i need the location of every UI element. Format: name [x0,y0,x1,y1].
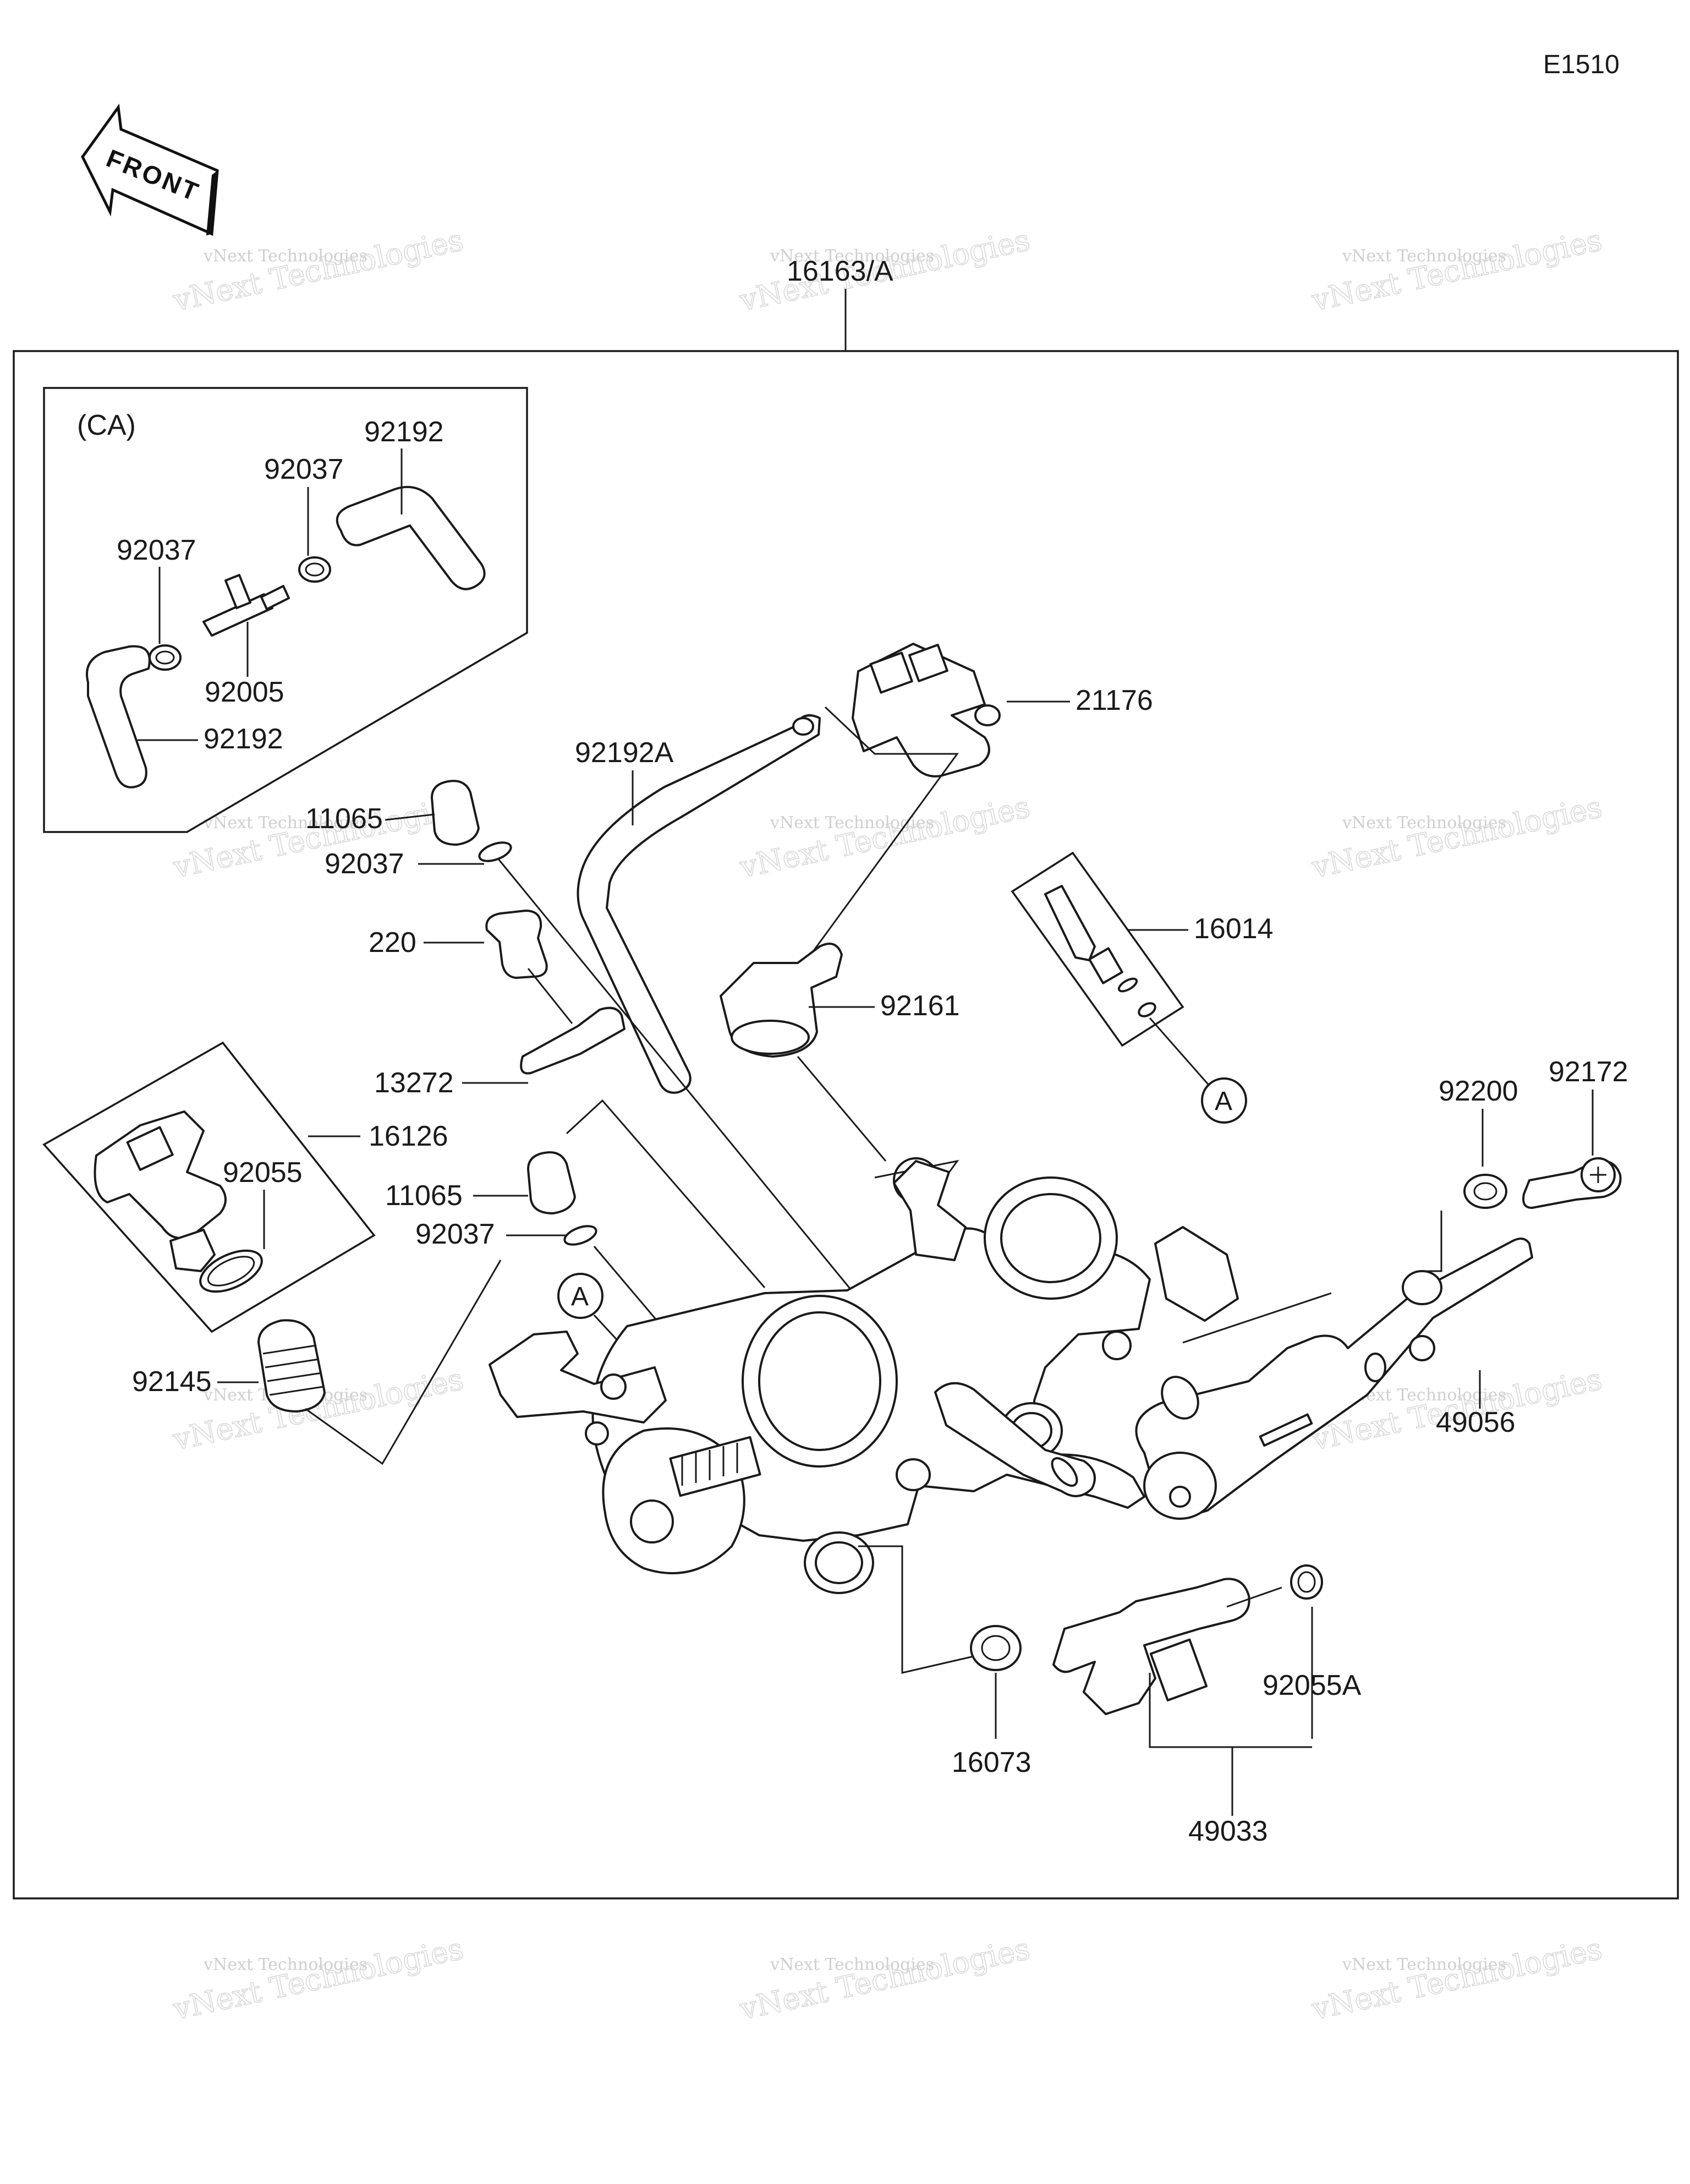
leader-line [527,968,573,1024]
seal-16073 [970,1625,1022,1671]
leader-line [1182,1292,1332,1344]
callout-16126[interactable]: 16126 [369,1120,448,1152]
diagram-code: E1510 [1543,50,1620,79]
callout-49056[interactable]: 49056 [1436,1406,1516,1438]
watermark-text: vNext Technologies [1342,247,1506,266]
bracket-13272 [520,1006,625,1075]
callout-11065-top[interactable]: 11065 [305,803,383,835]
ref-marker-a-label: A [571,1282,589,1311]
watermark-text: vNext Technologies [203,247,367,266]
fuel-pipe [1135,1238,1533,1520]
callout-92055[interactable]: 92055 [223,1157,303,1189]
watermark-text: vNext Technologies [1309,223,1605,318]
ca-clip-lower [149,644,182,671]
callout-92192-top[interactable]: 92192 [364,416,444,448]
callout-92200[interactable]: 92200 [1439,1075,1518,1107]
watermark-text: vNext Technologies [1342,1955,1506,1974]
callout-16073[interactable]: 16073 [952,1747,1031,1778]
watermark-text: vNext Technologies [737,790,1033,885]
callout-92192-bottom[interactable]: 92192 [204,723,283,755]
ca-variant-box [43,387,528,833]
callout-16163a[interactable]: 16163/A [787,255,893,287]
callout-92037-a[interactable]: 92037 [264,453,344,485]
cap-11065-top [431,780,480,846]
variant-label[interactable]: (CA) [77,409,136,441]
callout-220[interactable]: 220 [369,927,416,959]
callout-92172[interactable]: 92172 [1549,1056,1628,1088]
callout-92055a[interactable]: 92055A [1263,1670,1362,1701]
watermark-text: vNext Technologies [737,1931,1033,2027]
watermark-text: vNext Technologies [1342,813,1506,833]
leader-line [1149,1017,1211,1087]
callout-92037-b[interactable]: 92037 [117,534,196,566]
callout-92161[interactable]: 92161 [880,990,960,1022]
leader-line [497,858,859,1299]
leader-line [1226,1586,1282,1608]
watermark-text: vNext Technologies [203,1955,367,1974]
leader-line [385,813,435,821]
screw-220 [485,910,548,979]
watermark-text: vNext Technologies [203,813,367,833]
throttle-sensor [94,1110,263,1293]
ref-marker-a [557,1273,603,1319]
watermark-text: vNext Technologies [1309,790,1605,885]
leader-line [305,1260,502,1465]
pressure-regulator [1044,885,1156,1017]
leader-line [1419,1211,1442,1272]
leader-line [566,1099,766,1288]
watermark-text: vNext Technologies [170,1931,467,2027]
ref-marker-a-label: A [1215,1087,1232,1116]
spring-92145 [257,1319,326,1413]
hose-92192a [577,714,821,1094]
leader-line [858,1545,974,1674]
cap-11065-mid [527,1151,576,1214]
callout-21176[interactable]: 21176 [1076,685,1153,716]
sensor-92161 [720,943,843,1058]
clip-92037-c [478,841,512,862]
washer-92200 [1463,1174,1507,1209]
watermark-text: vNext Technologies [770,247,934,266]
callout-11065-mid[interactable]: 11065 [385,1180,463,1212]
clip-92037-d [563,1225,597,1246]
callout-92145[interactable]: 92145 [132,1366,212,1398]
front-arrow-icon: FRONT [81,103,219,236]
callout-49033[interactable]: 49033 [1188,1815,1268,1847]
watermark-text: vNext Technologies [770,1955,934,1974]
regulator-box [1011,851,1184,1047]
callout-92037-c[interactable]: 92037 [325,848,404,880]
ca-hose-lower [86,645,151,789]
watermark-text: vNext Technologies [170,223,467,318]
assembly-frame [13,350,1679,1900]
ca-t-joint [202,574,290,637]
leader-line [808,706,959,958]
callout-13272[interactable]: 13272 [374,1067,454,1099]
callout-92005[interactable]: 92005 [205,676,284,708]
ref-marker-a [1201,1077,1247,1124]
screw-92172 [1522,1157,1622,1209]
ca-hose-upper [336,486,486,590]
watermark-text: vNext Technologies [1309,1931,1605,2027]
callout-16014[interactable]: 16014 [1194,913,1274,945]
leader-line [1149,1673,1312,1748]
throttle-body [489,1160,1239,1594]
callout-92192a[interactable]: 92192A [575,737,674,769]
ca-clip-upper [298,556,331,583]
leader-line [797,1056,887,1162]
map-sensor [852,643,1001,778]
callout-92037-d[interactable]: 92037 [415,1218,495,1250]
tps-box [42,1041,376,1333]
fuel-injector [1052,1564,1323,1715]
